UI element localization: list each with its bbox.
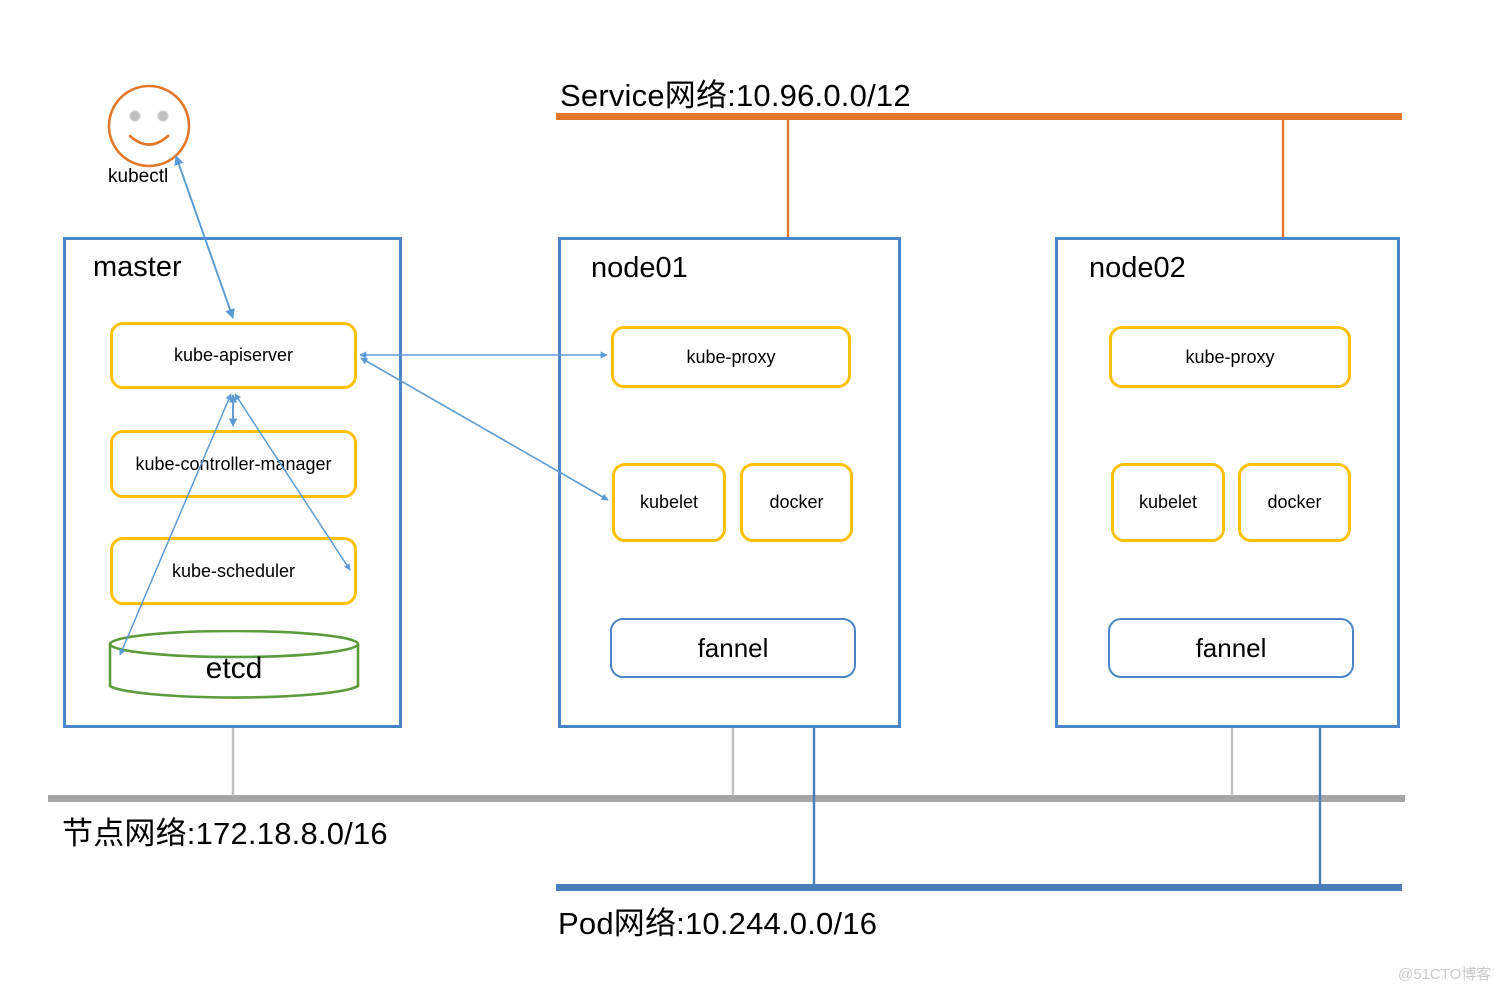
kubectl-label: kubectl [108,166,169,187]
component-kube-controller-manager[interactable]: kube-controller-manager [110,430,357,498]
component-kube-apiserver[interactable]: kube-apiserver [110,322,357,389]
service-network-line [556,113,1402,120]
smiley-face-icon [107,84,191,168]
host-title-master: master [93,251,182,283]
kubectl-client[interactable] [106,83,192,169]
component-etcd-label: etcd [205,652,263,685]
node-network-label: 节点网络:172.18.8.0/16 [62,816,388,851]
service-network-label: Service网络:10.96.0.0/12 [560,78,911,113]
component-node02-kubelet[interactable]: kubelet [1111,463,1225,542]
component-node01-docker[interactable]: docker [740,463,853,542]
watermark: @51CTO博客 [1398,966,1492,983]
component-node01-fannel[interactable]: fannel [610,618,856,678]
component-etcd[interactable]: etcd [108,629,360,702]
component-kube-scheduler[interactable]: kube-scheduler [110,537,357,605]
component-node02-fannel[interactable]: fannel [1108,618,1354,678]
pod-network-line [556,884,1402,891]
host-title-node02: node02 [1089,252,1186,284]
host-title-node01: node01 [591,252,688,284]
component-node02-kube-proxy[interactable]: kube-proxy [1109,326,1351,388]
pod-network-label: Pod网络:10.244.0.0/16 [558,906,878,941]
component-node01-kubelet[interactable]: kubelet [612,463,726,542]
component-node02-docker[interactable]: docker [1238,463,1351,542]
component-node01-kube-proxy[interactable]: kube-proxy [611,326,851,388]
node-network-line [48,795,1405,802]
